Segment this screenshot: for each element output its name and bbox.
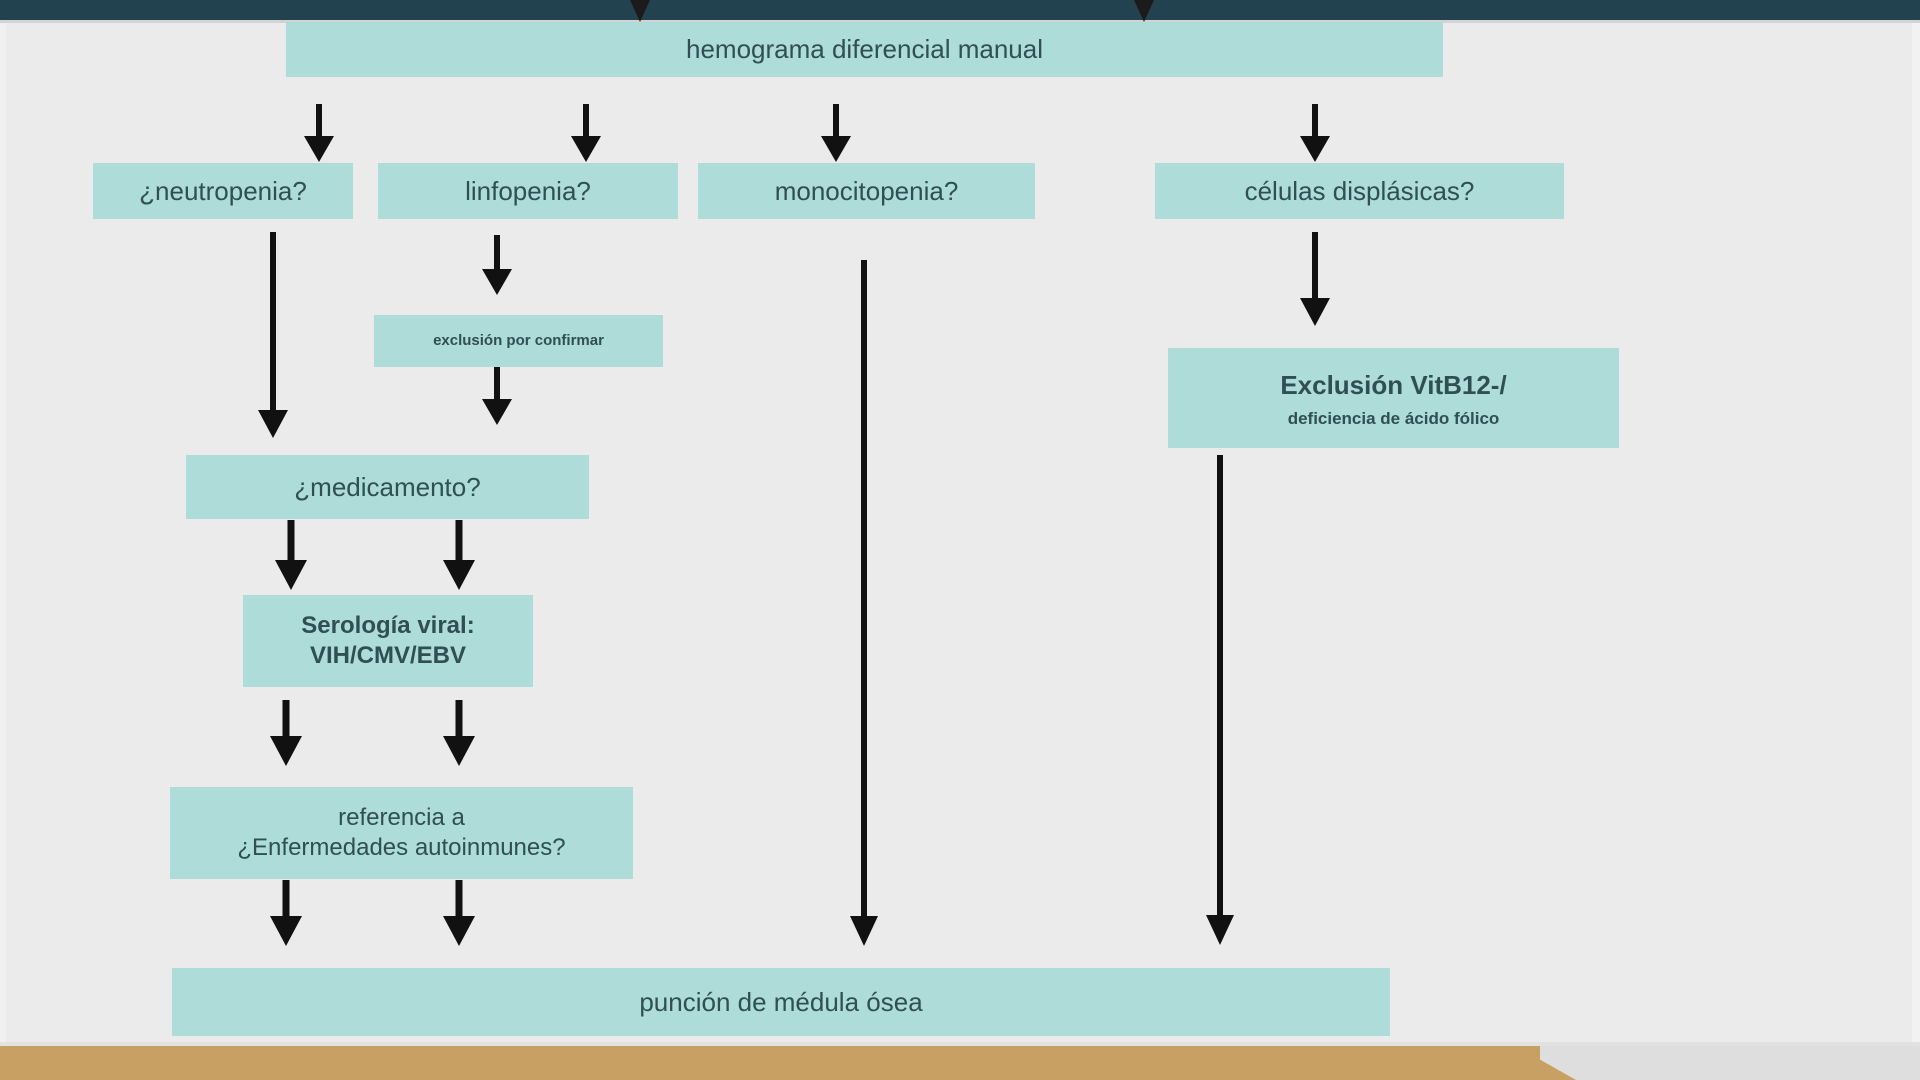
node-referencia-enfermedades-autoinmunes[interactable]: referencia a ¿Enfermedades autoinmunes? bbox=[170, 787, 633, 879]
edge-monocitopenia-to-puncion bbox=[844, 260, 884, 950]
node-label: células displásicas? bbox=[1244, 175, 1475, 206]
node-label: Exclusión VitB12-/ bbox=[1280, 370, 1507, 401]
edge-hemograma-to-monocitopenia bbox=[817, 104, 855, 164]
node-sublabel: ¿Enfermedades autoinmunes? bbox=[237, 834, 566, 861]
edge-hemograma-to-neutropenia bbox=[300, 104, 338, 164]
node-sublabel: deficiencia de ácido fólico bbox=[1287, 408, 1500, 428]
node-label: hemograma diferencial manual bbox=[686, 34, 1043, 65]
edge-exclusion-to-medicamento bbox=[478, 365, 516, 427]
top-bar bbox=[0, 0, 1920, 20]
edge-referencia-to-puncion-right bbox=[440, 880, 478, 948]
node-hemograma-diferencial-manual[interactable]: hemograma diferencial manual bbox=[286, 22, 1443, 77]
node-celulas-displasicas[interactable]: células displásicas? bbox=[1155, 163, 1564, 219]
node-exclusion-por-confirmar[interactable]: exclusión por confirmar bbox=[374, 315, 663, 367]
node-exclusion-vitb12[interactable]: Exclusión VitB12-/ deficiencia de ácido … bbox=[1168, 348, 1619, 448]
top-bar-shadow bbox=[0, 20, 1920, 23]
node-linfopenia[interactable]: linfopenia? bbox=[378, 163, 678, 219]
node-label: punción de médula ósea bbox=[639, 986, 923, 1017]
edge-linfopenia-to-exclusion bbox=[478, 235, 516, 297]
node-label: ¿neutropenia? bbox=[139, 175, 307, 206]
bottom-accent-bar bbox=[0, 1046, 1540, 1080]
node-neutropenia[interactable]: ¿neutropenia? bbox=[93, 163, 353, 219]
node-label: monocitopenia? bbox=[774, 175, 959, 206]
node-puncion-medula-osea[interactable]: punción de médula ósea bbox=[172, 968, 1390, 1036]
edge-referencia-to-puncion-left bbox=[267, 880, 305, 948]
node-medicamento[interactable]: ¿medicamento? bbox=[186, 455, 589, 519]
node-label: exclusión por confirmar bbox=[433, 331, 604, 349]
edge-medicamento-to-serologia-right bbox=[440, 520, 478, 592]
edge-neutropenia-to-medicamento bbox=[253, 232, 293, 442]
edge-incoming-left-caret bbox=[628, 0, 652, 24]
bottom-grey-area bbox=[1516, 1046, 1920, 1080]
node-serologia-viral[interactable]: Serología viral: VIH/CMV/EBV bbox=[243, 595, 533, 687]
edge-serologia-to-referencia-left bbox=[267, 700, 305, 768]
edge-displasicas-to-vitb12 bbox=[1296, 232, 1334, 328]
right-edge-strip bbox=[1912, 23, 1920, 1042]
edge-vitb12-to-puncion bbox=[1200, 455, 1240, 949]
node-sublabel: VIH/CMV/EBV bbox=[309, 642, 467, 669]
node-label: Serología viral: bbox=[301, 612, 475, 639]
node-label: referencia a bbox=[338, 804, 465, 831]
edge-incoming-right-caret bbox=[1132, 0, 1156, 24]
left-edge-strip bbox=[0, 23, 6, 1042]
bottom-hairline bbox=[0, 1042, 1920, 1046]
node-label: ¿medicamento? bbox=[294, 471, 481, 502]
edge-hemograma-to-displasicas bbox=[1296, 104, 1334, 164]
edge-medicamento-to-serologia-left bbox=[272, 520, 310, 592]
node-label: linfopenia? bbox=[465, 175, 591, 206]
edge-serologia-to-referencia-right bbox=[440, 700, 478, 768]
edge-hemograma-to-linfopenia bbox=[567, 104, 605, 164]
node-monocitopenia[interactable]: monocitopenia? bbox=[698, 163, 1035, 219]
